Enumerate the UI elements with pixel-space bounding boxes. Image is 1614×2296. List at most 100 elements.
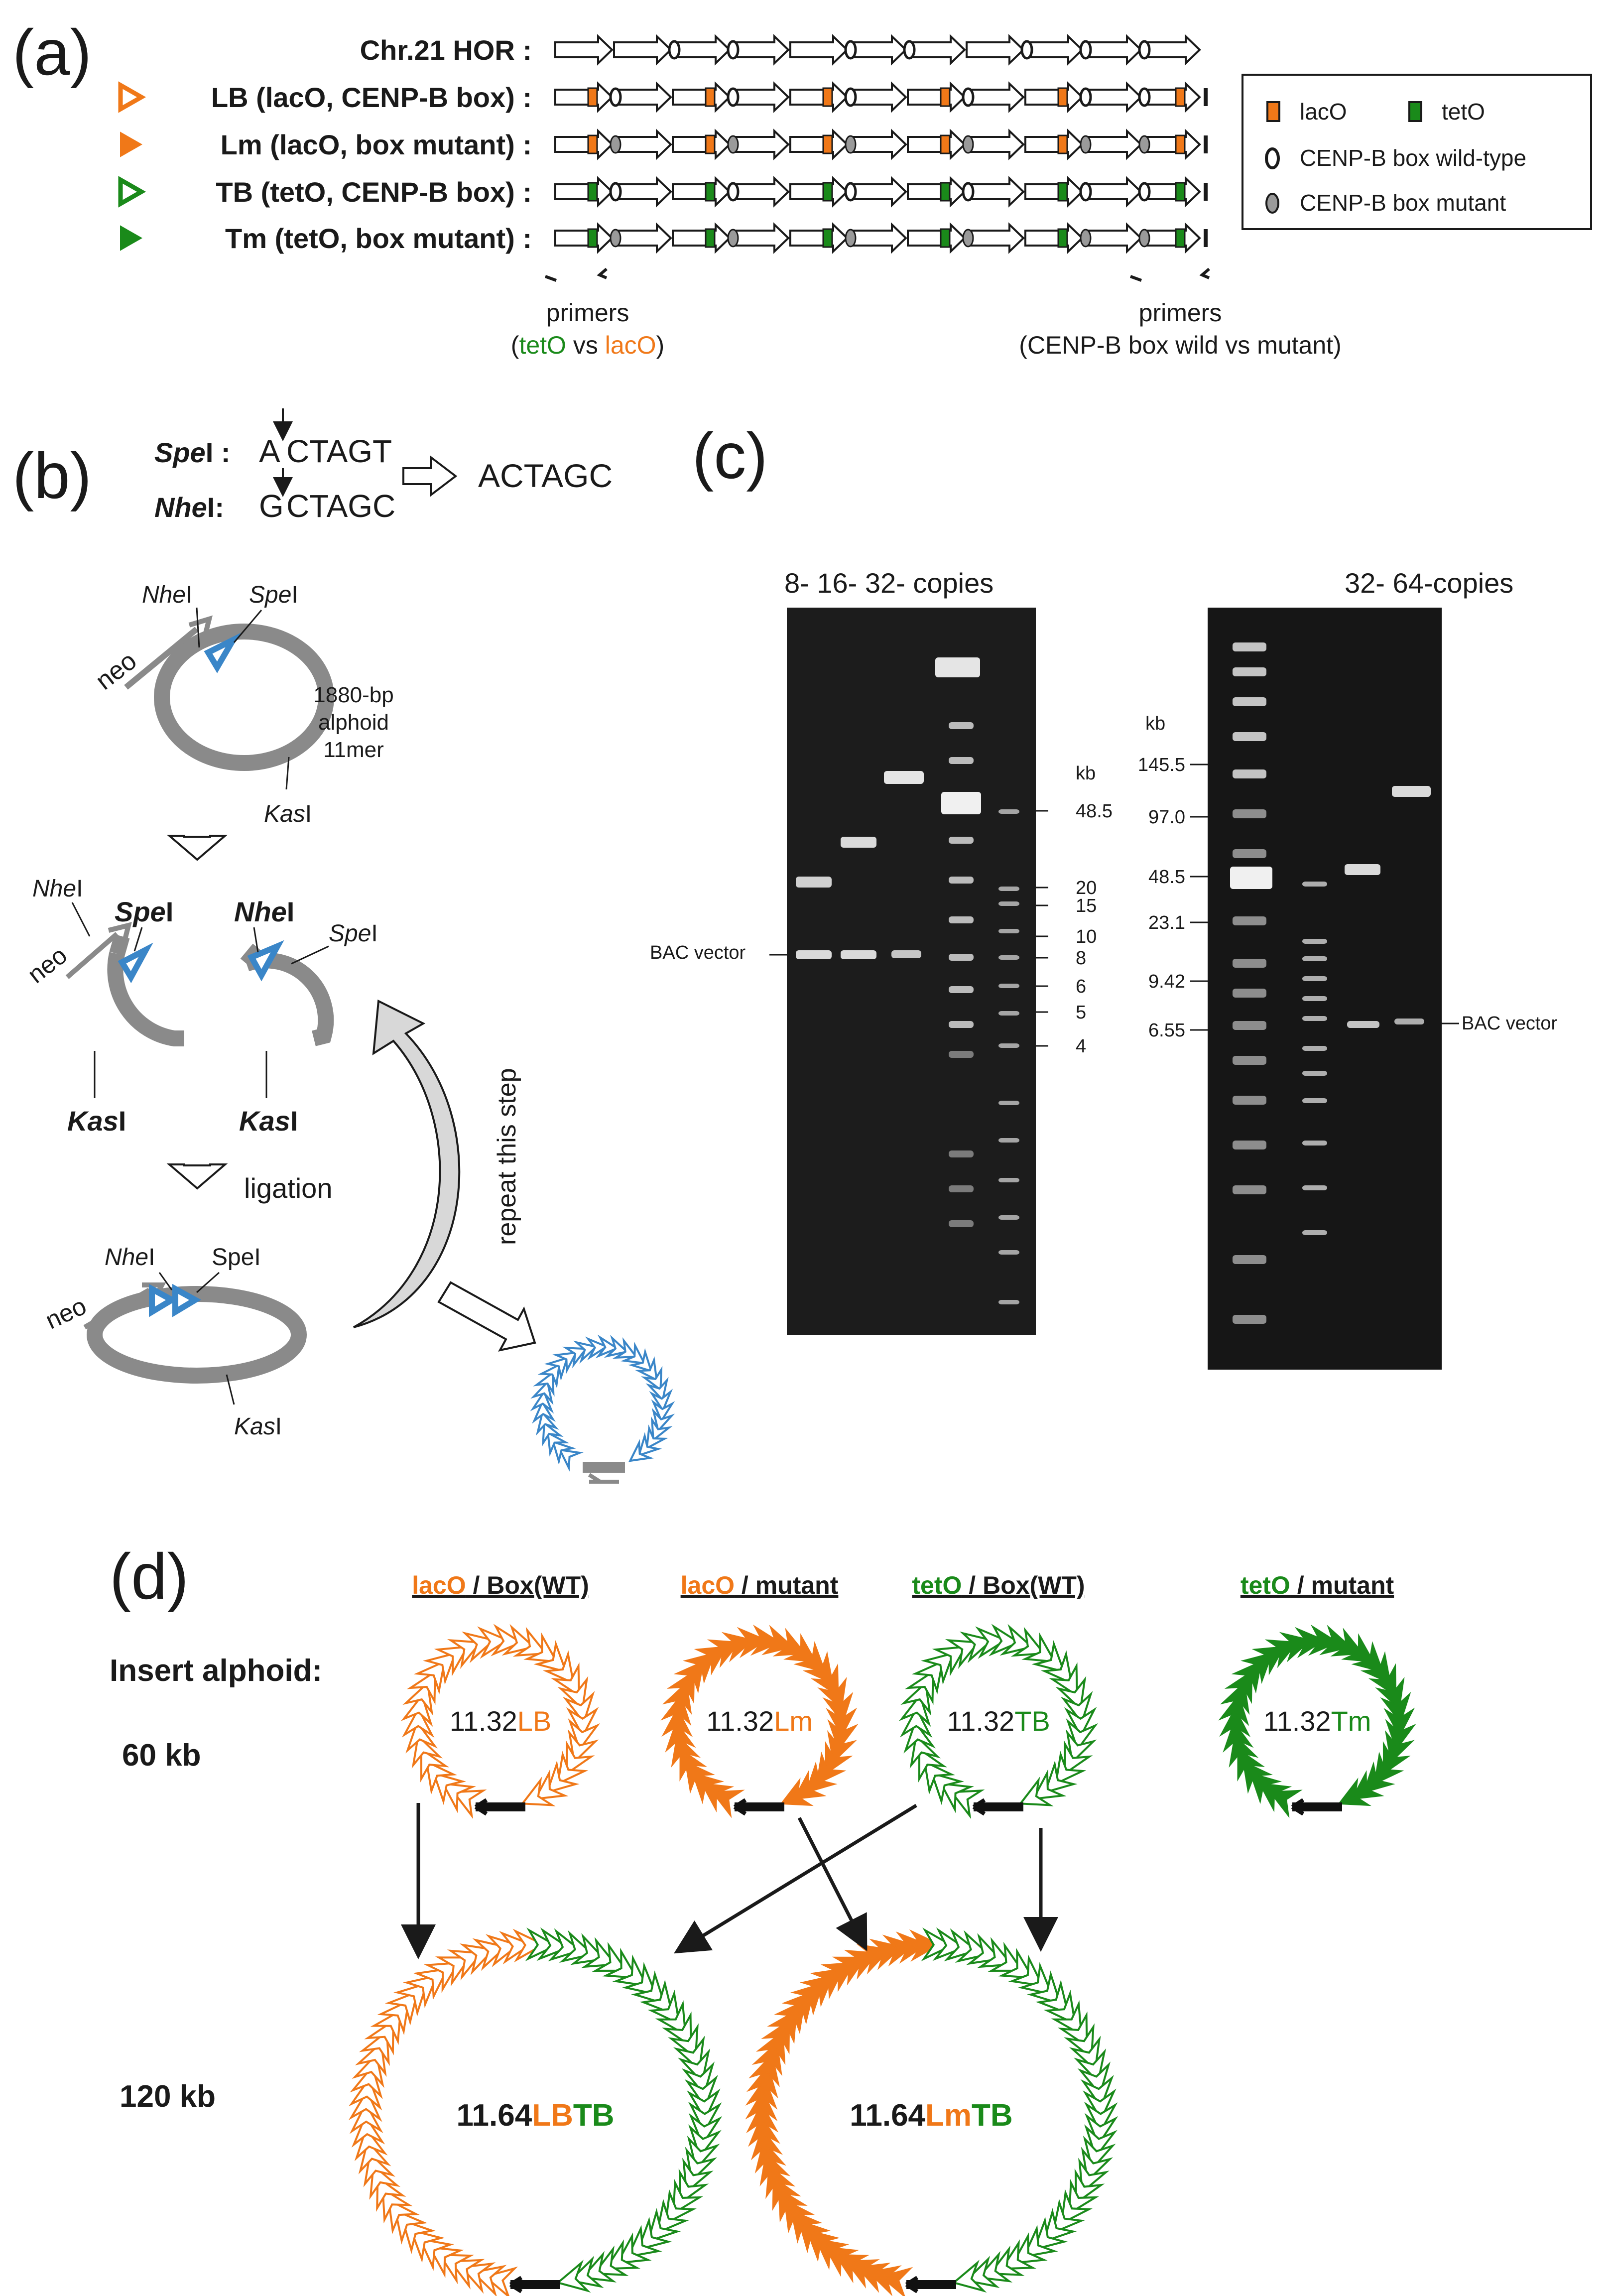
cenpb-box-icon [844,40,857,60]
monomer-arrow-icon [613,222,672,254]
construct-name: 11.32Tm [1263,1705,1371,1737]
monomer-arrow-icon [789,81,849,113]
svg-text:alphoid: alphoid [318,710,389,735]
neo-arrow-icon [188,615,213,640]
cenpb-box-icon [727,182,740,202]
monomer-arrow-icon [966,34,1025,66]
gel2-marker-label: 48.5 [1148,867,1185,888]
tetO-site [822,228,833,248]
cenpb-box-icon [1079,87,1092,107]
monomer-arrow-icon [848,222,907,254]
tetO-legend-label: tetO [1442,99,1485,125]
small-construct: 11.32LB [400,1624,601,1819]
cenpb-box-icon [727,40,740,60]
svg-text:(tetO vs lacO): (tetO vs lacO) [511,331,664,359]
multimer-plasmid [530,1334,675,1484]
cenpb-box-icon [1080,229,1092,248]
monomer-arrow-icon [731,176,790,208]
blue-triangle-left-icon [118,942,153,984]
svg-text:G: G [259,488,284,524]
cenpb-box-icon [1138,229,1150,248]
cenpb-mut-icon [1265,193,1279,214]
alphoid-blue-triangle-icon [204,633,241,673]
alphoid-array-ring [400,1624,601,1819]
monomer-arrow-icon [848,81,907,113]
monomer-arrow-icon [1083,222,1142,254]
monomer-arrow-icon [554,81,614,113]
svg-text:KasI: KasI [67,1105,126,1137]
cenpb-box-icon [962,229,974,248]
row-label: LB (lacO, CENP-B box) : [211,82,532,113]
gel2-marker-label: 145.5 [1138,755,1185,775]
monomer-arrow-icon [966,222,1025,254]
cenpb-box-icon [1020,40,1033,60]
svg-text:SpeI :: SpeI : [154,437,230,468]
cenpb-box-icon [1138,182,1151,202]
combination-arrows [401,1803,1058,1959]
cenpb-mut-legend-label: CENP-B box mutant [1300,190,1506,216]
cenpb-box-icon [1080,135,1092,154]
row-label: Chr.21 HOR : [360,34,532,66]
lacO-site [822,134,833,154]
monomer-arrow-icon [1083,128,1142,160]
panel-c-label: (c) [692,419,768,492]
monomer-arrow-icon [613,81,672,113]
lacO-site [587,87,598,107]
svg-text:KasI: KasI [234,1413,282,1440]
monomer-arrow-icon [554,34,614,66]
cenpb-box-icon [1079,40,1092,60]
right-hollow-arrow-icon [402,455,458,498]
large-construct: 11.64LmTB [745,1927,1118,2296]
down-hollow-arrow-icon-2 [166,1163,228,1190]
panel-a-label: (a) [12,16,92,89]
gel1-marker-label: 4 [1076,1036,1086,1057]
svg-text:primers: primers [546,299,629,327]
svg-text:A: A [259,433,280,469]
tetO-site [822,182,833,202]
lacO-site [940,87,951,107]
alphoid-array-ring [1218,1624,1416,1818]
hor-row: Tm (tetO, box mutant) : [120,222,1208,254]
cenpb-box-icon [1138,40,1151,60]
down-hollow-arrow-icon [166,835,228,861]
plasmid-initial: neo NheI SpeI 1880-bp alphoid 11mer KasI [90,582,394,827]
lacO-site [705,134,716,154]
cenpb-box-icon [609,87,622,107]
gel2-marker-label: 23.1 [1148,912,1185,933]
monomer-arrow-icon [789,34,849,66]
lacO-site [1057,87,1068,107]
cenpb-box-icon [727,87,740,107]
construct-header: lacO / mutant [681,1571,839,1599]
lacO-legend-label: lacO [1300,99,1347,125]
cenpb-box-icon [962,135,974,154]
tetO-site [705,228,716,248]
small-construct: 11.32Lm [660,1624,859,1818]
monomer-arrow-icon [789,176,849,208]
monomer-arrow-icon [848,176,907,208]
construct-marker-icon [120,131,143,157]
gel-image-1 [787,608,1036,1335]
svg-text:NheI:: NheI: [154,492,224,523]
svg-text:NheI: NheI [105,1244,155,1271]
gel1-marker-label: 6 [1076,976,1086,997]
gel2-marker-label: 97.0 [1148,807,1185,828]
monomer-arrow-icon [966,128,1025,160]
monomer-arrow-icon [1083,34,1142,66]
tetO-site [587,228,598,248]
monomer-arrow-icon [1142,222,1201,254]
monomer-arrow-icon [1142,81,1201,113]
cenpb-box-icon [1138,135,1150,154]
cenpb-box-icon [727,135,739,154]
monomer-arrow-icon [1142,34,1201,66]
cenpb-wt-legend-label: CENP-B box wild-type [1300,145,1526,171]
svg-text:SpeI: SpeI [115,896,173,927]
monomer-arrow-icon [554,222,614,254]
monomer-arrow-icon [672,222,731,254]
cenpb-box-icon [903,40,916,60]
lacO-legend-swatch [1266,101,1280,122]
lacO-site [1057,134,1068,154]
tetO-site [940,228,951,248]
svg-text:neo: neo [22,941,72,989]
